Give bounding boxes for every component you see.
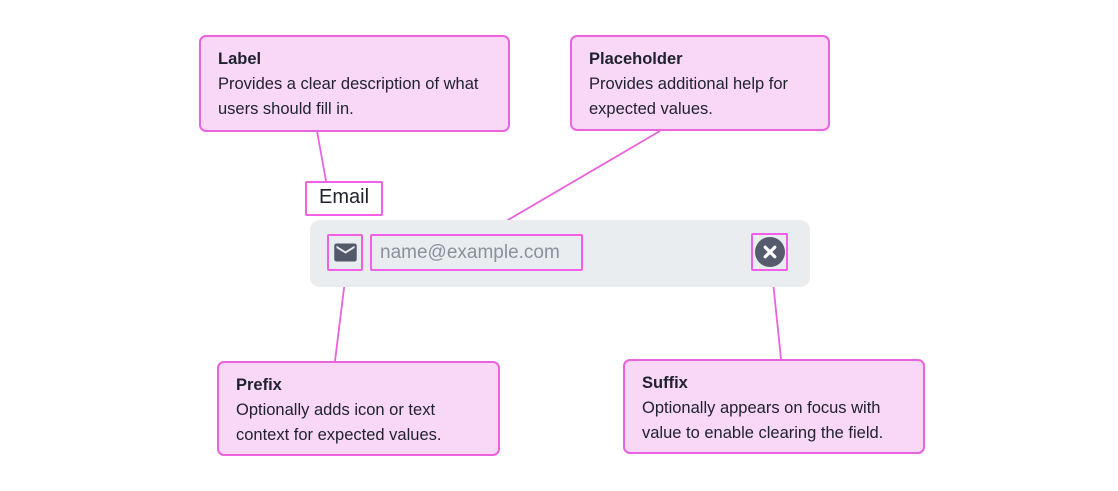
email-input[interactable] xyxy=(372,241,581,264)
callout-body: Provides a clear description of what use… xyxy=(218,75,479,118)
clear-button[interactable] xyxy=(754,237,785,267)
email-input-field[interactable] xyxy=(310,220,810,287)
callout-body: Provides additional help for expected va… xyxy=(589,75,789,118)
callout-suffix: Suffix Optionally appears on focus with … xyxy=(623,359,925,454)
envelope-icon xyxy=(333,243,357,262)
callout-title: Label xyxy=(218,50,262,68)
callout-title: Suffix xyxy=(642,374,688,392)
label-highlight-box: Email xyxy=(305,181,384,216)
callout-label: Label Provides a clear description of wh… xyxy=(199,35,510,132)
placeholder-highlight-box xyxy=(370,234,583,271)
close-icon xyxy=(754,237,785,267)
callout-placeholder: Placeholder Provides additional help for… xyxy=(570,35,830,131)
prefix-highlight-box xyxy=(327,234,363,271)
callout-title: Placeholder xyxy=(589,50,683,68)
suffix-highlight-box xyxy=(751,233,788,271)
callout-body: Optionally adds icon or text context for… xyxy=(236,401,442,444)
callout-prefix: Prefix Optionally adds icon or text cont… xyxy=(217,361,500,456)
callout-title: Prefix xyxy=(236,376,282,394)
callout-body: Optionally appears on focus with value t… xyxy=(642,399,884,442)
field-label: Email xyxy=(319,186,370,208)
